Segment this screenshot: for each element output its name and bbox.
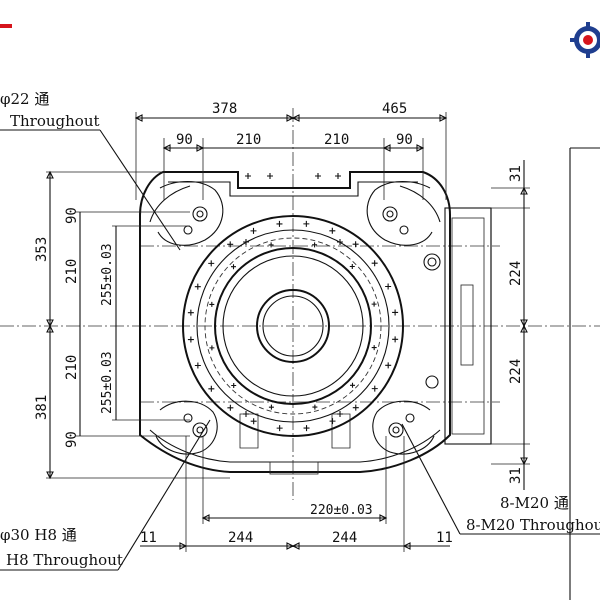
- bolt-hole-mark: [385, 362, 392, 369]
- bolt-hole-mark: [267, 173, 273, 179]
- bolt-hole-mark: [243, 239, 249, 245]
- dim-bottom-left-edge: 11: [140, 530, 157, 546]
- bolt-hole-mark: [371, 385, 378, 392]
- bolt-hole-mark: [371, 301, 377, 307]
- dim-right-top: 31: [508, 165, 524, 182]
- center-lines: [0, 108, 600, 500]
- dim-top-left-inner: 210: [236, 132, 261, 148]
- dim-right-upper: 224: [508, 261, 524, 286]
- bolt-hole-mark: [312, 404, 318, 410]
- dim-right-lower: 224: [508, 359, 524, 384]
- dim-left-lower-mid: 210: [64, 355, 80, 380]
- central-bore: [182, 215, 404, 437]
- bolt-hole-mark: [350, 382, 356, 388]
- dim-top-left-offset: 90: [176, 132, 193, 148]
- bolt-hole-mark: [392, 336, 399, 343]
- bolt-hole-mark: [371, 345, 377, 351]
- bolt-hole-mark: [227, 241, 234, 248]
- bolt-hole-mark: [335, 173, 341, 179]
- bolt-hole-mark: [352, 404, 359, 411]
- callout-bottom-hole-cn: φ30 H8 通: [0, 526, 77, 544]
- callout-bottom-hole-en: H8 Throughout: [6, 551, 123, 569]
- callout-thread-cn: 8-M20 通: [500, 494, 569, 512]
- bolt-hole-mark: [337, 239, 343, 245]
- base-body-outline: [139, 171, 492, 475]
- extension-lines: [46, 112, 530, 552]
- bolt-hole-mark: [315, 173, 321, 179]
- bolt-hole-mark: [385, 283, 392, 290]
- callout-top-hole-cn: φ22 通: [0, 90, 49, 108]
- bolt-hole-mark: [371, 260, 378, 267]
- bolt-hole-mark: [250, 418, 257, 425]
- dim-top-left-total: 378: [212, 101, 237, 117]
- bolt-hole-mark: [208, 260, 215, 267]
- dim-top-right-total: 465: [382, 101, 407, 117]
- dim-top-right-inner: 210: [324, 132, 349, 148]
- dim-bottom-tol: 220±0.03: [310, 503, 373, 518]
- dim-left-upper-tol: 255±0.03: [100, 243, 115, 306]
- dim-top-right-offset: 90: [396, 132, 413, 148]
- dimension-lines: [46, 114, 528, 550]
- bolt-hole-mark: [392, 309, 399, 316]
- dim-left-lower-total: 381: [34, 395, 50, 420]
- bolt-hole-mark: [194, 283, 201, 290]
- brand-accent-bar: [0, 24, 12, 28]
- callout-top-hole-en: Throughout: [10, 112, 100, 130]
- bolt-hole-mark: [276, 425, 283, 432]
- dim-bottom-right-edge: 11: [436, 530, 453, 546]
- bolt-hole-mark: [303, 220, 310, 227]
- bolt-hole-mark: [227, 404, 234, 411]
- callout-thread-en: 8-M20 Throughout: [466, 516, 600, 534]
- bolt-hole-mark: [329, 418, 336, 425]
- dimension-labels: 378 465 90 210 210 90 353 90 210 255±0.0…: [34, 101, 524, 546]
- dim-left-upper-step: 90: [64, 207, 80, 224]
- bolt-hole-mark: [250, 227, 257, 234]
- bolt-hole-mark: [303, 425, 310, 432]
- bolt-hole-mark: [268, 242, 274, 248]
- bolt-hole-mark: [243, 411, 249, 417]
- bolt-hole-mark: [312, 242, 318, 248]
- bolt-hole-mark: [208, 385, 215, 392]
- bolt-hole-mark: [337, 411, 343, 417]
- gear-globe-logo-icon: [570, 22, 600, 58]
- bolt-hole-mark: [187, 309, 194, 316]
- leader-lines: [0, 129, 600, 600]
- dim-left-upper-total: 353: [34, 237, 50, 262]
- bolt-hole-mark: [276, 220, 283, 227]
- bolt-hole-mark: [329, 227, 336, 234]
- dim-left-upper-mid: 210: [64, 259, 80, 284]
- dim-bottom-left-span: 244: [228, 530, 253, 546]
- callout-notes: φ22 通 Throughout φ30 H8 通 H8 Throughout …: [0, 90, 600, 569]
- bolt-hole-mark: [268, 404, 274, 410]
- bolt-hole-mark: [209, 301, 215, 307]
- bolt-hole-mark: [231, 383, 237, 389]
- bolt-hole-mark: [245, 173, 251, 179]
- bolt-hole-mark: [230, 264, 236, 270]
- bolt-hole-mark: [349, 263, 355, 269]
- dim-left-lower-tol: 255±0.03: [100, 351, 115, 414]
- bolt-hole-pattern: [187, 173, 399, 432]
- bolt-hole-mark: [187, 336, 194, 343]
- dim-left-lower-step: 90: [64, 431, 80, 448]
- bolt-hole-mark: [352, 241, 359, 248]
- dim-right-bottom: 31: [508, 467, 524, 484]
- dim-bottom-right-span: 244: [332, 530, 357, 546]
- bolt-hole-mark: [209, 345, 215, 351]
- bolt-hole-mark: [194, 362, 201, 369]
